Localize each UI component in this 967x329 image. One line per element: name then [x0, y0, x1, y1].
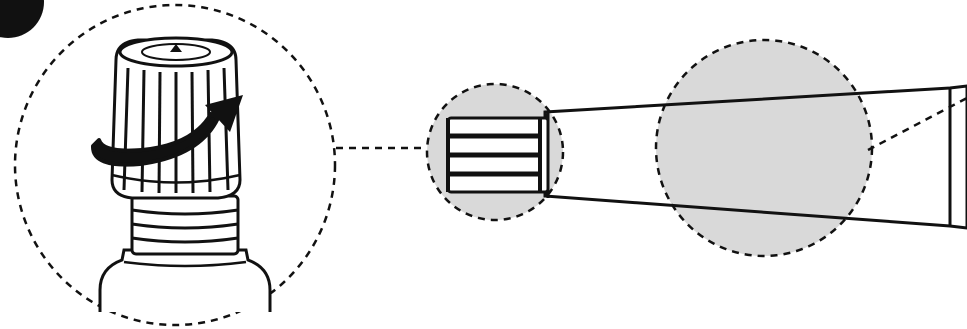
- bottle-thread: [130, 194, 240, 256]
- tube-highlight-circle: [654, 38, 874, 258]
- tube-with-cap: [425, 38, 967, 258]
- connector-line-right: [867, 96, 967, 152]
- step-marker-circle: [0, 0, 44, 38]
- curved-arrow-icon: [91, 95, 243, 167]
- tube-cap: [446, 112, 550, 198]
- cap-rotation-detail: [13, 3, 337, 327]
- detail-magnifier-circle: [13, 3, 337, 327]
- bottle-shoulder: [98, 248, 272, 312]
